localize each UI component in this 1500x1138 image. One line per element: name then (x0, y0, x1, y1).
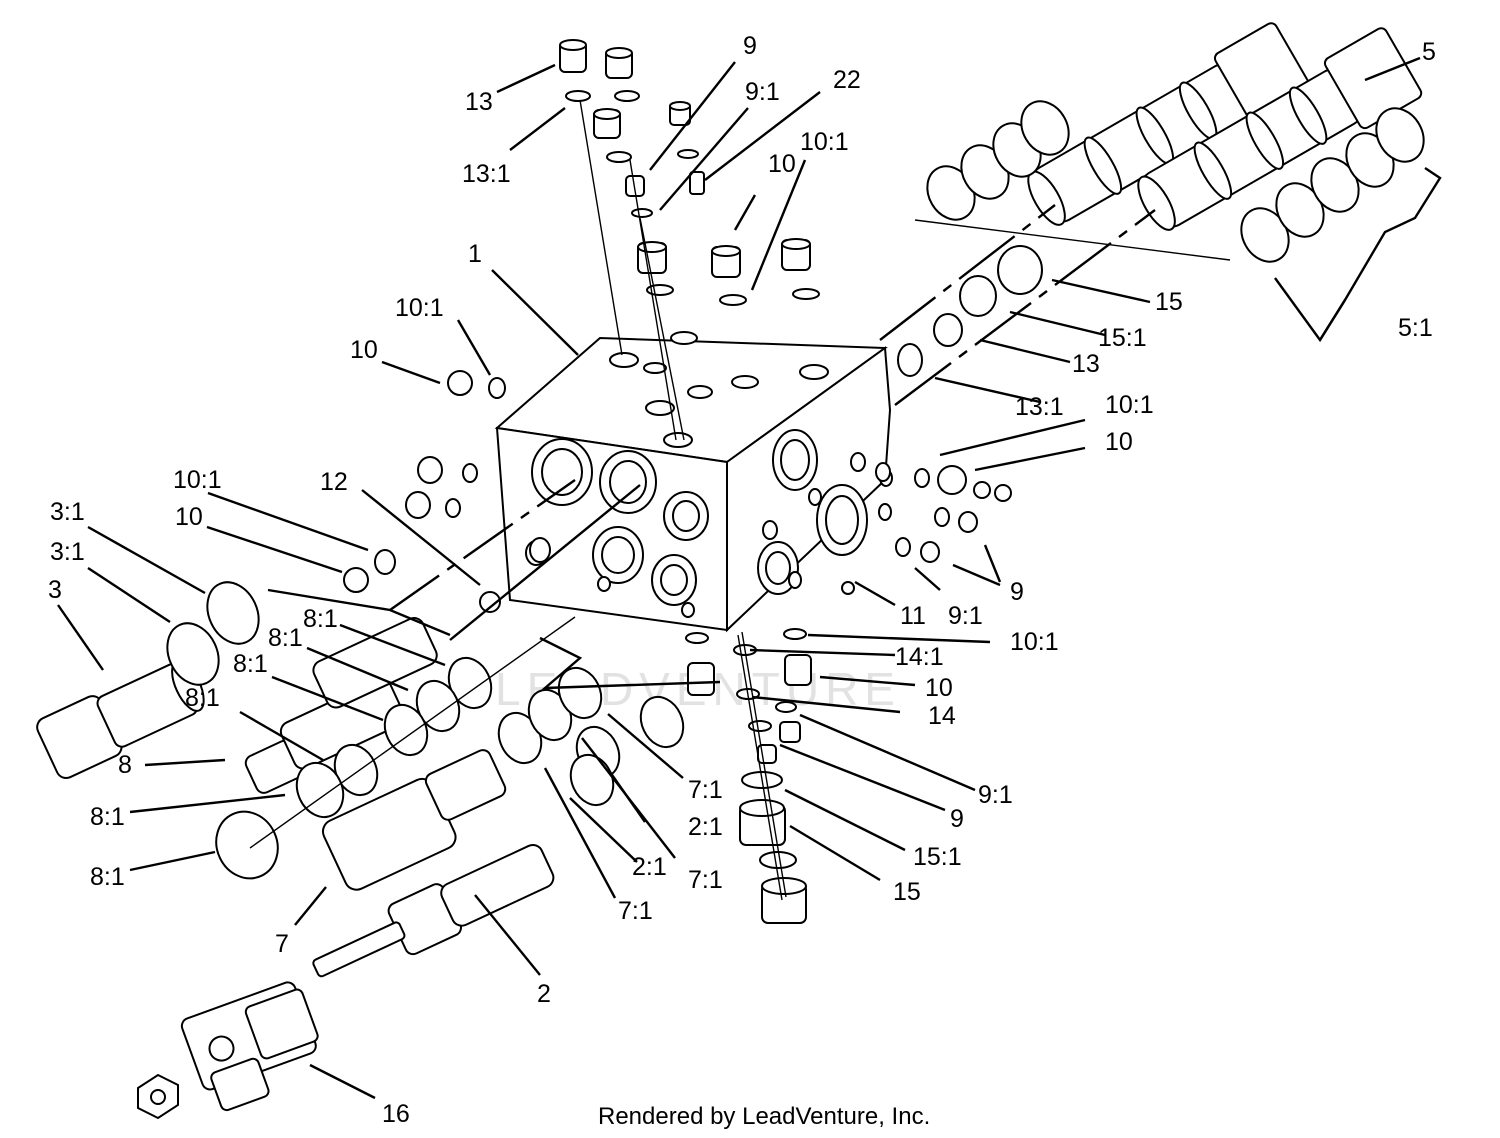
callout-10-left: 10 (175, 503, 203, 531)
leader-lines (57, 56, 1442, 1100)
callout-7-1-b: 7:1 (688, 866, 723, 894)
footer-credit: Rendered by LeadVenture, Inc. (598, 1103, 930, 1130)
callout-15-1-bottom: 15:1 (913, 843, 962, 871)
callout-9-1-bottom: 9:1 (978, 781, 1013, 809)
callout-5-1: 5:1 (1398, 314, 1433, 342)
top-plugs (559, 39, 820, 441)
small-fittings (343, 370, 1012, 924)
callout-15-bottom: 15 (893, 878, 921, 906)
callout-10-1-left: 10:1 (173, 466, 222, 494)
callout-22: 22 (833, 66, 861, 94)
callout-14: 14 (928, 702, 956, 730)
callout-2-1-b: 2:1 (632, 853, 667, 881)
callout-7: 7 (275, 930, 289, 958)
callout-11: 11 (900, 602, 926, 630)
callout-8-1-d: 8:1 (185, 684, 220, 712)
callout-7-1-a: 7:1 (688, 776, 723, 804)
callout-13-1-right: 13:1 (1015, 393, 1064, 421)
callout-14-1: 14:1 (895, 643, 944, 671)
callout-13-1-top: 13:1 (462, 160, 511, 188)
callout-10-1-left-upper: 10:1 (395, 294, 444, 322)
callout-2: 2 (537, 980, 551, 1008)
callout-10-top: 10 (768, 150, 796, 178)
callout-9-1-right: 9:1 (948, 602, 983, 630)
callout-8: 8 (118, 751, 132, 779)
callout-10-1-top: 10:1 (800, 128, 849, 156)
callout-10-bottom: 10 (925, 674, 953, 702)
callout-10-right: 10 (1105, 428, 1133, 456)
callout-7-1-c: 7:1 (618, 897, 653, 925)
callout-8-1-f: 8:1 (90, 863, 125, 891)
callout-2-1-a: 2:1 (688, 813, 723, 841)
callout-10-left-upper: 10 (350, 336, 378, 364)
callout-3: 3 (48, 576, 62, 604)
callout-8-1-c: 8:1 (233, 650, 268, 678)
callout-1: 1 (468, 240, 482, 268)
callout-9-bottom: 9 (950, 805, 964, 833)
coil-connector (180, 981, 319, 1112)
callout-3-1-lower: 3:1 (50, 538, 85, 566)
manifold-block (494, 331, 893, 633)
callout-12: 12 (320, 468, 348, 496)
callout-8-1-b: 8:1 (268, 624, 303, 652)
callout-5: 5 (1422, 38, 1436, 66)
callout-13-right: 13 (1072, 350, 1100, 378)
callout-3-1-upper: 3:1 (50, 498, 85, 526)
callout-10-1-bottom: 10:1 (1010, 628, 1059, 656)
cartridge-valves-5 (897, 22, 1425, 377)
callout-9-1-top: 9:1 (745, 78, 780, 106)
callout-15-1-upper: 15:1 (1098, 324, 1147, 352)
callout-16: 16 (382, 1100, 410, 1128)
callout-15-upper: 15 (1155, 288, 1183, 316)
callout-labels: 13 13:1 9 9:1 22 10:1 10 1 10:1 10 5 15 … (48, 32, 1436, 1128)
callout-8-1-e: 8:1 (90, 803, 125, 831)
callout-9-top: 9 (743, 32, 757, 60)
left-cartridges (36, 581, 685, 1120)
callout-13-top: 13 (465, 88, 493, 116)
callout-9-right: 9 (1010, 578, 1024, 606)
callout-10-1-right: 10:1 (1105, 391, 1154, 419)
callout-8-1-a: 8:1 (303, 605, 338, 633)
